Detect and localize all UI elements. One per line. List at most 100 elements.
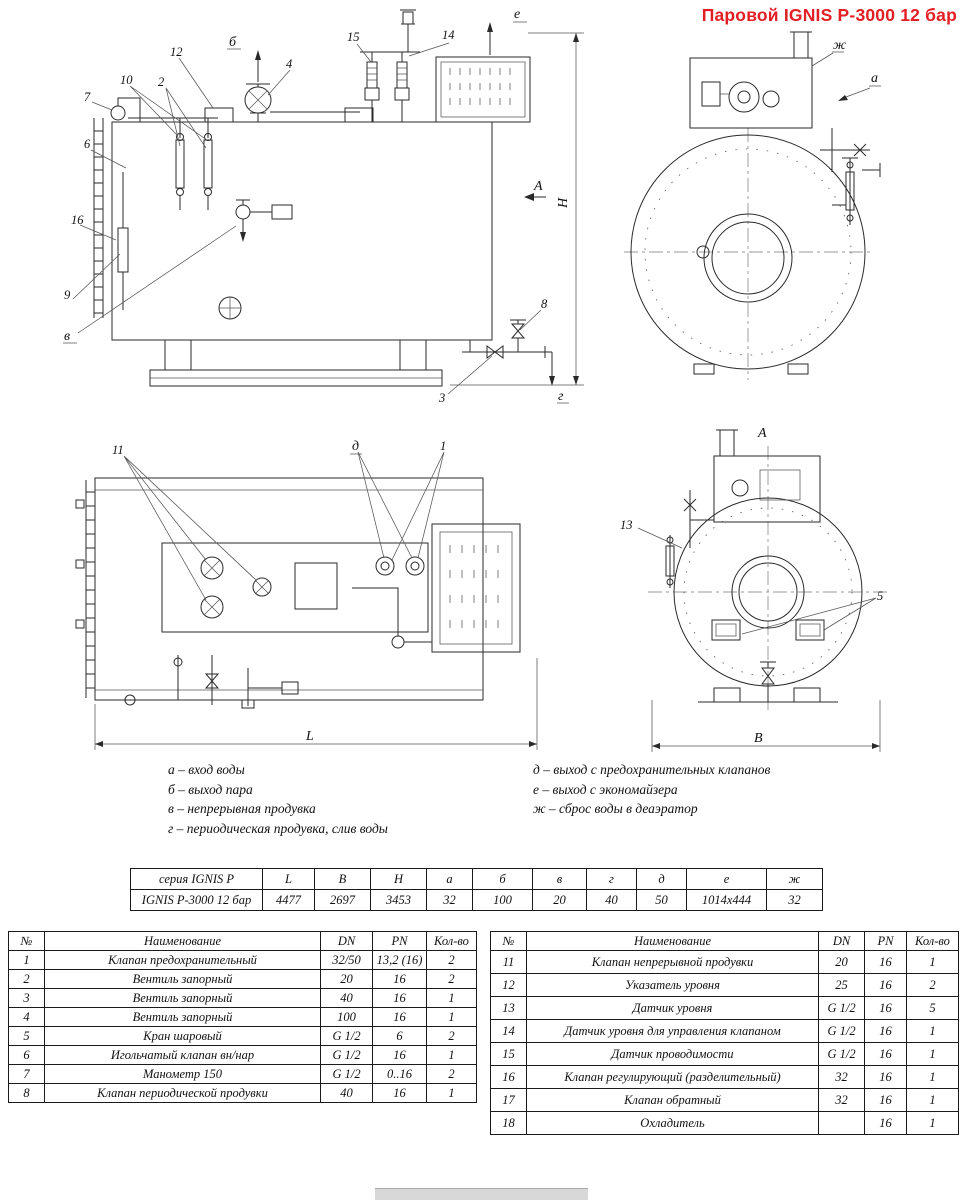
dim-label-B: B — [754, 731, 763, 746]
cell: 16 — [372, 1083, 427, 1103]
col-header: PN — [864, 931, 907, 951]
cell: 2 — [426, 1064, 477, 1084]
ladder — [93, 118, 129, 318]
col-header: L — [262, 868, 315, 890]
cell: Манометр 150 — [44, 1064, 321, 1084]
cell: Игольчатый клапан вн/нар — [44, 1045, 321, 1065]
plan-callout-leaders — [123, 451, 445, 601]
side-view: H А 12 2 10 7 6 16 9 15 — [63, 7, 584, 405]
cell: 20 — [532, 889, 587, 911]
cell: Кран шаровый — [44, 1026, 321, 1046]
cell: 8 — [8, 1083, 45, 1103]
inlet-label-a: а — [871, 71, 878, 86]
callout-5: 5 — [877, 589, 883, 603]
callout-7: 7 — [84, 90, 91, 104]
cell: 20 — [818, 950, 865, 974]
cell: Вентиль запорный — [44, 988, 321, 1008]
cell: 5 — [8, 1026, 45, 1046]
col-header: в — [532, 868, 587, 890]
legend-item: б – выход пара — [168, 781, 253, 797]
cell: 16 — [864, 996, 907, 1020]
legend-item: г – периодическая продувка, слив воды — [168, 820, 388, 836]
plan-bottom-fittings — [124, 655, 299, 709]
cell: 2 — [8, 969, 45, 989]
rear-callout-leaders — [637, 527, 877, 635]
cell: 1 — [906, 1042, 959, 1066]
outlet-label-zh: ж — [833, 38, 846, 53]
col-header: № — [8, 931, 45, 951]
cell: Указатель уровня — [526, 973, 819, 997]
col-header: № — [490, 931, 527, 951]
table-row: № Наименование DN PN Кол-во — [8, 931, 477, 951]
legend-item: в – непрерывная продувка — [168, 801, 316, 816]
cell: 1 — [906, 1065, 959, 1089]
col-header: Наименование — [526, 931, 819, 951]
cell: G 1/2 — [320, 1026, 373, 1046]
dimension-H: H — [450, 32, 584, 386]
cell: 16 — [864, 950, 907, 974]
col-header: DN — [320, 931, 373, 951]
cell: 40 — [320, 988, 373, 1008]
dimension-B: B — [651, 700, 881, 752]
cell: G 1/2 — [818, 1019, 865, 1043]
front-view: ж а — [624, 31, 881, 380]
callout-6: 6 — [84, 137, 91, 151]
section-label-A: А — [533, 179, 543, 194]
cell: Вентиль запорный — [44, 1007, 321, 1027]
cell: Датчик проводимости — [526, 1042, 819, 1066]
rear-level-sensors — [665, 490, 714, 588]
col-header: а — [426, 868, 473, 890]
col-header: Наименование — [44, 931, 321, 951]
cell: 4477 — [262, 889, 315, 911]
manometer-and-level-gauges — [110, 97, 218, 210]
front-burner-cabinet — [689, 31, 813, 129]
cell: 2697 — [314, 889, 371, 911]
table-row: IGNIS P-3000 12 бар 4477 2697 3453 32 10… — [130, 889, 823, 911]
cell: 1 — [426, 988, 477, 1008]
dim-label-L: L — [305, 729, 314, 744]
col-header: серия IGNIS P — [130, 868, 263, 890]
cell: 20 — [320, 969, 373, 989]
cell: 18 — [490, 1111, 527, 1135]
cell: 15 — [490, 1042, 527, 1066]
cell: 1 — [426, 1007, 477, 1027]
front-shell — [624, 128, 874, 380]
cell: G 1/2 — [320, 1045, 373, 1065]
cell: 1 — [906, 1088, 959, 1112]
cell: 40 — [320, 1083, 373, 1103]
cell: 1 — [906, 950, 959, 974]
col-header: Кол-во — [426, 931, 477, 951]
cell: Охладитель — [526, 1111, 819, 1135]
rear-view: А — [620, 426, 888, 752]
cell: 2 — [426, 1026, 477, 1046]
cell: 1014х444 — [686, 889, 767, 911]
cell: 16 — [864, 1111, 907, 1135]
cell: 12 — [490, 973, 527, 997]
cell: 7 — [8, 1064, 45, 1084]
cell: Клапан регулирующий (разделительный) — [526, 1065, 819, 1089]
col-header: е — [686, 868, 767, 890]
callout-4: 4 — [286, 57, 292, 71]
page-title: Паровой IGNIS P-3000 12 бар — [701, 5, 957, 25]
cell: Клапан обратный — [526, 1088, 819, 1112]
dim-label-H: H — [556, 197, 571, 209]
legend-item: ж – сброс воды в деаэратор — [533, 801, 698, 816]
cell: 16 — [864, 1065, 907, 1089]
cell: 16 — [372, 1007, 427, 1027]
cell: 32 — [426, 889, 473, 911]
legend-item: а – вход воды — [168, 762, 245, 777]
plan-shell — [94, 477, 484, 701]
outlet-label-d: д — [352, 439, 359, 454]
section-arrow-A: А — [524, 179, 546, 201]
cell: 11 — [490, 950, 527, 974]
